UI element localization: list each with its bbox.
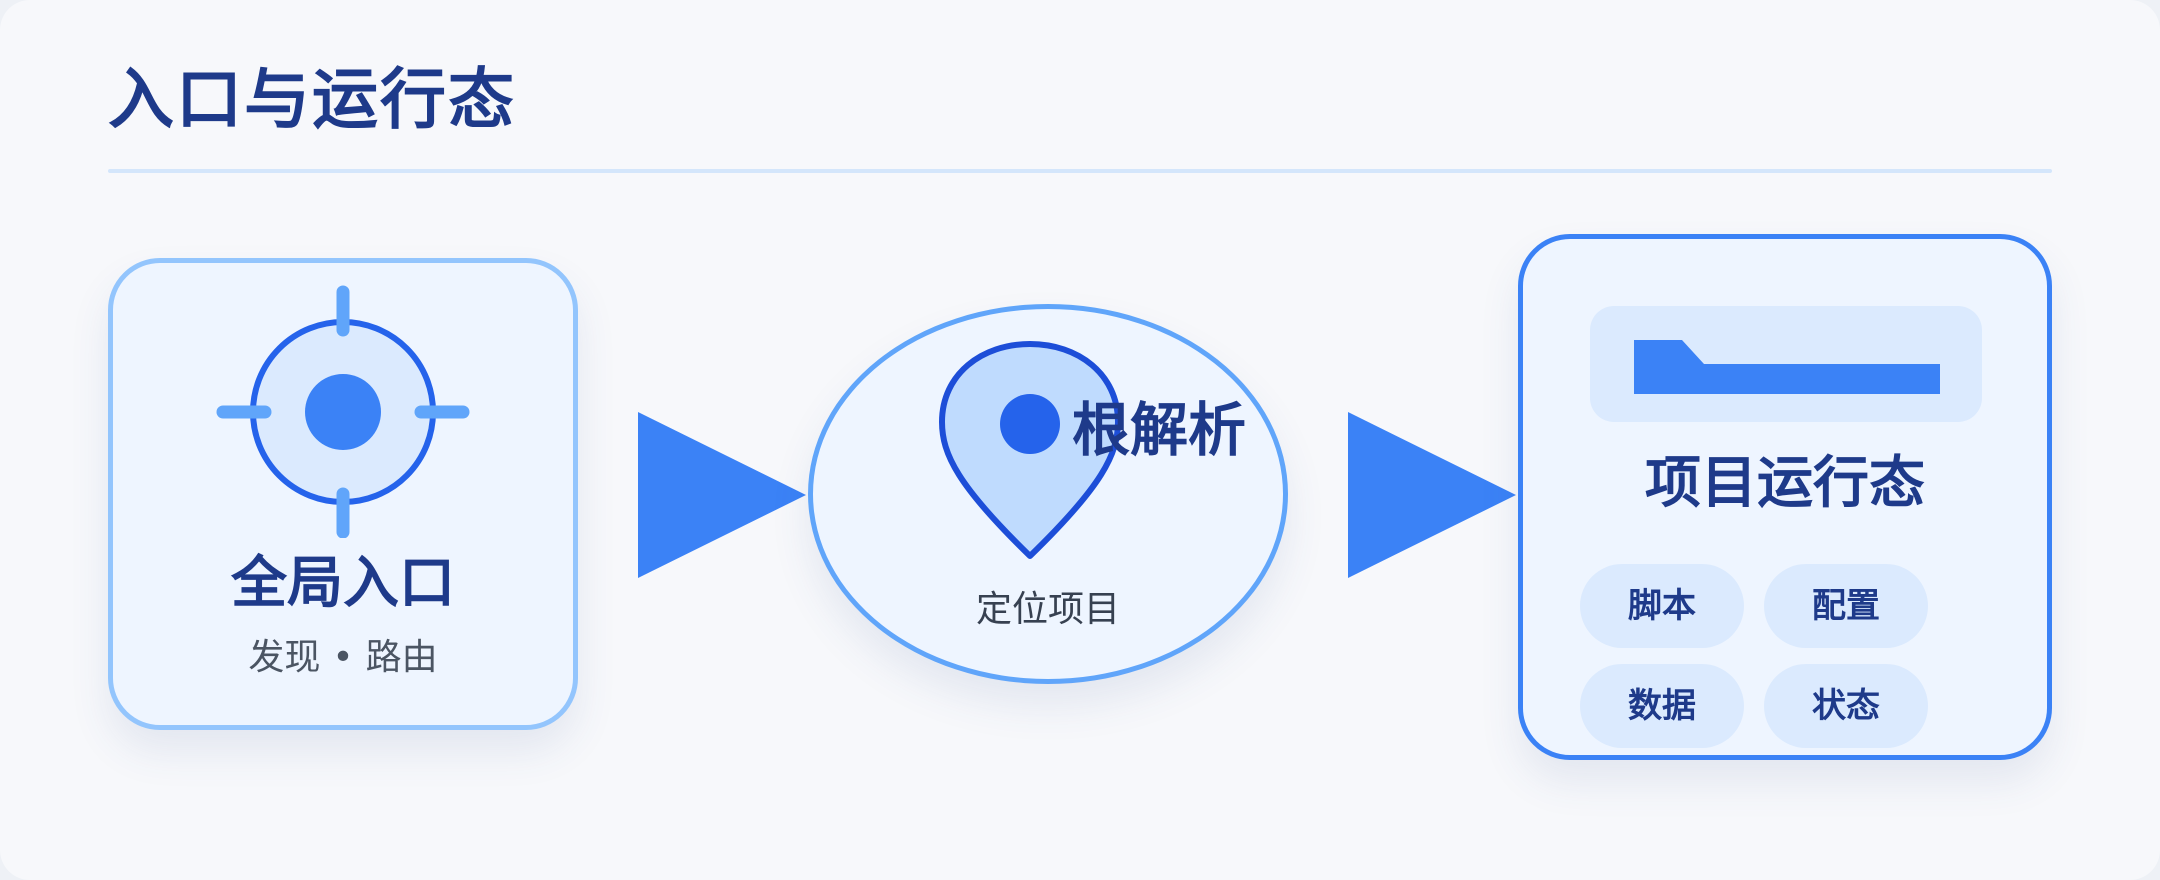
entry-sub-separator: •: [332, 637, 354, 678]
arrow-right-icon: [1348, 412, 1516, 578]
arrow-right-icon: [638, 412, 806, 578]
tag-state: 状态: [1764, 664, 1928, 748]
crosshair-target-icon: [216, 285, 470, 538]
page-title: 入口与运行态: [108, 61, 516, 138]
entry-label: 全局入口: [231, 551, 455, 616]
tag-config: 配置: [1764, 564, 1928, 648]
entry-subtitle: 发现 • 路由: [108, 634, 578, 682]
folder-icon: [1634, 340, 1940, 394]
map-pin-icon: [939, 341, 1121, 559]
tag-scripts: 脚本: [1580, 564, 1744, 648]
entry-sub-discover: 发现: [248, 637, 321, 678]
entry-sub-route: 路由: [365, 637, 438, 678]
resolve-subtitle: 定位项目: [975, 589, 1120, 630]
title-divider: [108, 169, 2052, 173]
tag-data: 数据: [1580, 664, 1744, 748]
runtime-label: 项目运行态: [1645, 451, 1925, 516]
resolve-label: 根解析: [1072, 396, 1247, 464]
